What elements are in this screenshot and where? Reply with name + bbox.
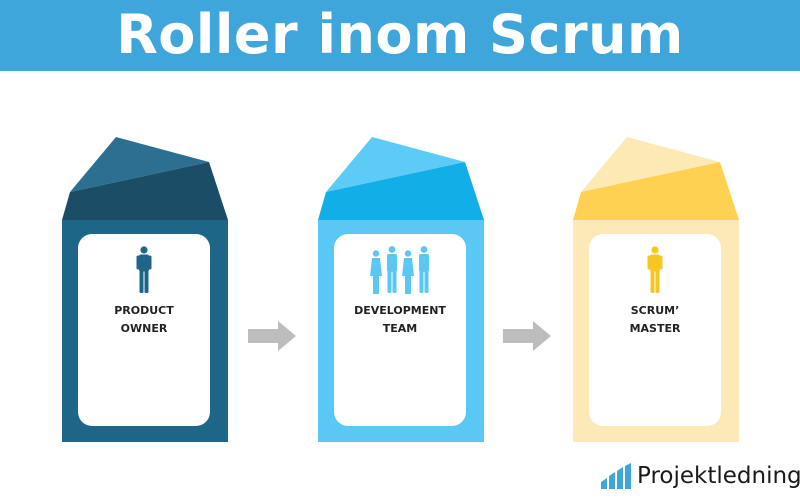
- role-title-line-2: OWNER: [120, 322, 168, 335]
- role-title: PRODUCT OWNER: [78, 302, 210, 338]
- role-card-scrum-master: SCRUM’ MASTER: [573, 134, 739, 444]
- brand-logo: Projektledning: [601, 460, 800, 494]
- right-arrow-icon: [248, 321, 296, 351]
- card-content: DEVELOPMENT TEAM: [334, 234, 466, 426]
- roof-front-panel: [62, 162, 228, 220]
- single-person-icon: [136, 246, 152, 293]
- single-person-icon: [647, 246, 663, 293]
- roof-back-panel: [326, 137, 465, 192]
- title-banner: Roller inom Scrum: [0, 0, 800, 71]
- role-card-development-team: DEVELOPMENT TEAM: [318, 134, 484, 444]
- roof-front-panel: [318, 162, 484, 220]
- card-content: SCRUM’ MASTER: [589, 234, 721, 426]
- roof-back-panel: [581, 137, 720, 192]
- team-group-icon: [370, 246, 429, 294]
- role-title-line-1: DEVELOPMENT: [354, 304, 446, 317]
- role-title-line-1: SCRUM’: [630, 304, 680, 317]
- card-content: PRODUCT OWNER: [78, 234, 210, 426]
- role-title-line-2: MASTER: [629, 322, 681, 335]
- roof-front-panel: [573, 162, 739, 220]
- roof-back-panel: [70, 137, 209, 192]
- role-title-line-1: PRODUCT: [114, 304, 174, 317]
- brand-name: Projektledning: [637, 463, 800, 489]
- card-roof: [573, 137, 739, 220]
- role-card-product-owner: PRODUCT OWNER: [62, 134, 228, 444]
- bar-chart-logo-icon: [601, 463, 631, 489]
- page-title: Roller inom Scrum: [116, 3, 684, 66]
- card-roof: [318, 137, 484, 220]
- role-title-line-2: TEAM: [382, 322, 418, 335]
- right-arrow-icon: [503, 321, 551, 351]
- card-roof: [62, 137, 228, 220]
- role-title: DEVELOPMENT TEAM: [334, 302, 466, 338]
- role-title: SCRUM’ MASTER: [589, 302, 721, 338]
